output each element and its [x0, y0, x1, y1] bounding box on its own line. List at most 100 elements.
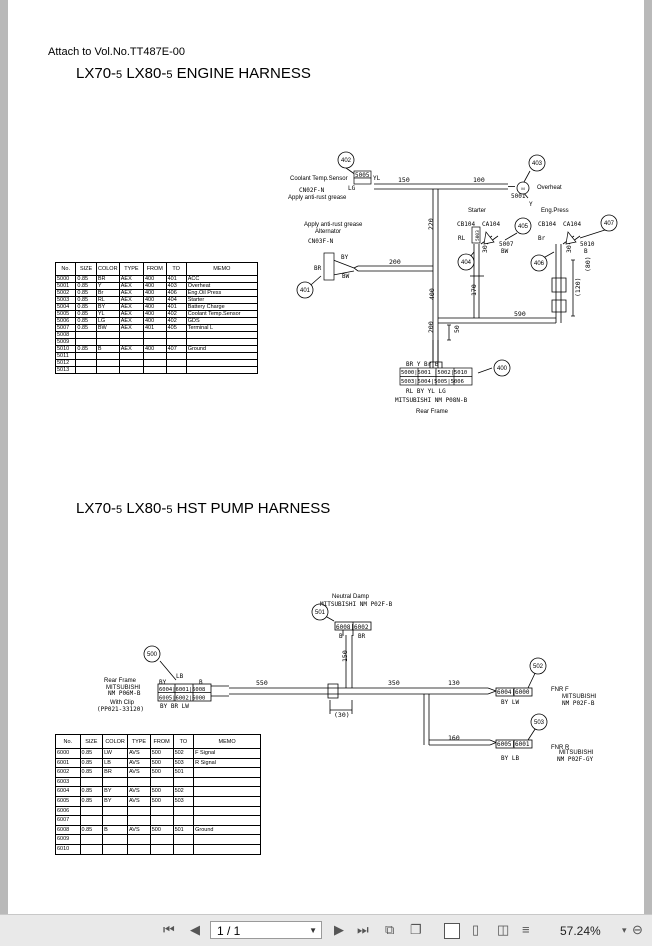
table-cell: 400 — [142, 282, 167, 290]
attach-note: Attach to Vol.No.TT487E-00 — [48, 46, 185, 58]
table-cell — [149, 815, 174, 826]
table-cell: GDS — [185, 317, 259, 325]
continuous-view-icon[interactable]: ▯ — [472, 922, 480, 937]
table-cell — [95, 338, 120, 346]
last-page-icon[interactable]: ⏭ — [357, 922, 369, 937]
table-row: 5012 — [54, 359, 259, 367]
table-cell: 6002 — [55, 767, 81, 778]
table-cell — [165, 331, 187, 339]
table-cell: 0.85 — [75, 317, 97, 325]
table-cell — [165, 366, 187, 374]
next-page-icon[interactable]: ▶ — [334, 922, 344, 937]
prev-page-icon[interactable]: ◀ — [190, 922, 200, 937]
table-cell: B — [95, 345, 120, 353]
coolant-label: Coolant Temp.Sensor — [290, 176, 348, 182]
table-cell — [193, 786, 261, 797]
table-cell — [193, 795, 261, 807]
table-row: 6009 — [55, 834, 261, 845]
neutral-damp-label: Neutral Damp — [332, 594, 370, 600]
svg-text:130: 130 — [448, 679, 460, 687]
single-page-view-icon[interactable] — [444, 923, 460, 939]
svg-text:BR Y Br B: BR Y Br B — [406, 361, 439, 368]
svg-text:6005|6002|6000: 6005|6002|6000 — [159, 696, 205, 702]
table-cell — [172, 843, 195, 855]
svg-text:BR: BR — [314, 265, 322, 272]
svg-text:B: B — [584, 248, 588, 255]
table-cell: 5011 — [54, 352, 77, 360]
callout-403: 403 — [532, 161, 543, 167]
column-header: FROM — [142, 262, 167, 276]
table-cell — [75, 338, 97, 346]
table-cell: 500 — [149, 824, 174, 836]
table-row: 5009 — [54, 338, 259, 346]
table-cell: AVS — [127, 757, 151, 769]
table-cell: LG — [95, 317, 120, 325]
hst-harness-title: LX70-5 LX80-5 HST PUMP HARNESS — [76, 500, 331, 517]
table-cell: RL — [95, 296, 120, 304]
table-cell: AVS — [127, 748, 151, 759]
table-cell — [185, 352, 259, 360]
table-cell: 400 — [142, 303, 167, 311]
table-cell — [79, 834, 104, 845]
table-row: 6006 — [55, 805, 261, 817]
rotate-icon[interactable]: ⧉ — [385, 922, 395, 937]
table-cell: Terminal L — [185, 324, 259, 332]
table-cell: BW — [95, 324, 120, 332]
table-cell — [193, 834, 261, 845]
fit-width-icon[interactable]: ≡ — [522, 922, 530, 937]
table-cell: ACC — [185, 275, 259, 283]
zoom-out-icon[interactable]: ⊖ — [632, 922, 643, 937]
table-cell: 502 — [172, 786, 195, 797]
table-cell — [185, 366, 259, 374]
copy-icon[interactable]: ❐ — [410, 922, 422, 937]
table-cell: 0.85 — [75, 296, 97, 304]
svg-text:50: 50 — [453, 325, 461, 333]
overheat-label: Overheat — [537, 185, 562, 191]
table-cell: LB — [102, 757, 129, 769]
two-page-view-icon[interactable]: ◫ — [497, 922, 510, 937]
table-row: 6003 — [55, 776, 261, 788]
table-cell — [102, 805, 129, 817]
table-cell: BY — [102, 795, 129, 807]
table-cell — [142, 352, 167, 360]
zoom-level[interactable]: 57.24% — [560, 924, 601, 938]
column-header: COLOR — [95, 262, 120, 276]
table-cell — [185, 338, 259, 346]
document-page: Attach to Vol.No.TT487E-00 LX70-5 LX80-5… — [8, 0, 644, 914]
svg-text:5000|5001 |5002|5010: 5000|5001 |5002|5010 — [401, 370, 467, 376]
table-cell: AEX — [118, 317, 144, 325]
svg-text:Apply anti-rust grease: Apply anti-rust grease — [304, 222, 363, 228]
svg-text:6004|6000: 6004|6000 — [497, 689, 530, 696]
table-cell: AEX — [118, 310, 144, 318]
table-cell — [95, 331, 120, 339]
column-header: SIZE — [79, 734, 104, 749]
column-header: COLOR — [102, 734, 129, 749]
svg-text:BY: BY — [159, 679, 167, 686]
svg-text:Y: Y — [529, 201, 533, 208]
callout-502: 502 — [533, 664, 544, 670]
svg-text:5001: 5001 — [511, 193, 526, 200]
table-cell: R Signal — [193, 757, 261, 769]
zoom-dropdown-icon[interactable]: ▾ — [622, 925, 627, 935]
svg-text:200: 200 — [389, 258, 401, 266]
svg-text:BR: BR — [358, 633, 366, 640]
svg-text:Rear Frame: Rear Frame — [104, 678, 137, 684]
page-number-field[interactable]: 1 / 1▼ — [210, 921, 322, 939]
table-cell: 402 — [165, 317, 187, 325]
svg-text:6008|6002: 6008|6002 — [336, 624, 369, 631]
svg-text:CA104: CA104 — [563, 221, 581, 228]
callout-405: 405 — [518, 224, 529, 230]
table-cell — [75, 352, 97, 360]
table-cell — [118, 352, 144, 360]
first-page-icon[interactable]: ⏮ — [163, 922, 175, 937]
table-cell — [118, 331, 144, 339]
table-cell — [95, 359, 120, 367]
fnr-f-label: FNR F — [551, 687, 569, 693]
svg-text:With Clip: With Clip — [110, 700, 135, 706]
table-cell: 0.85 — [75, 303, 97, 311]
table-cell — [79, 776, 104, 788]
